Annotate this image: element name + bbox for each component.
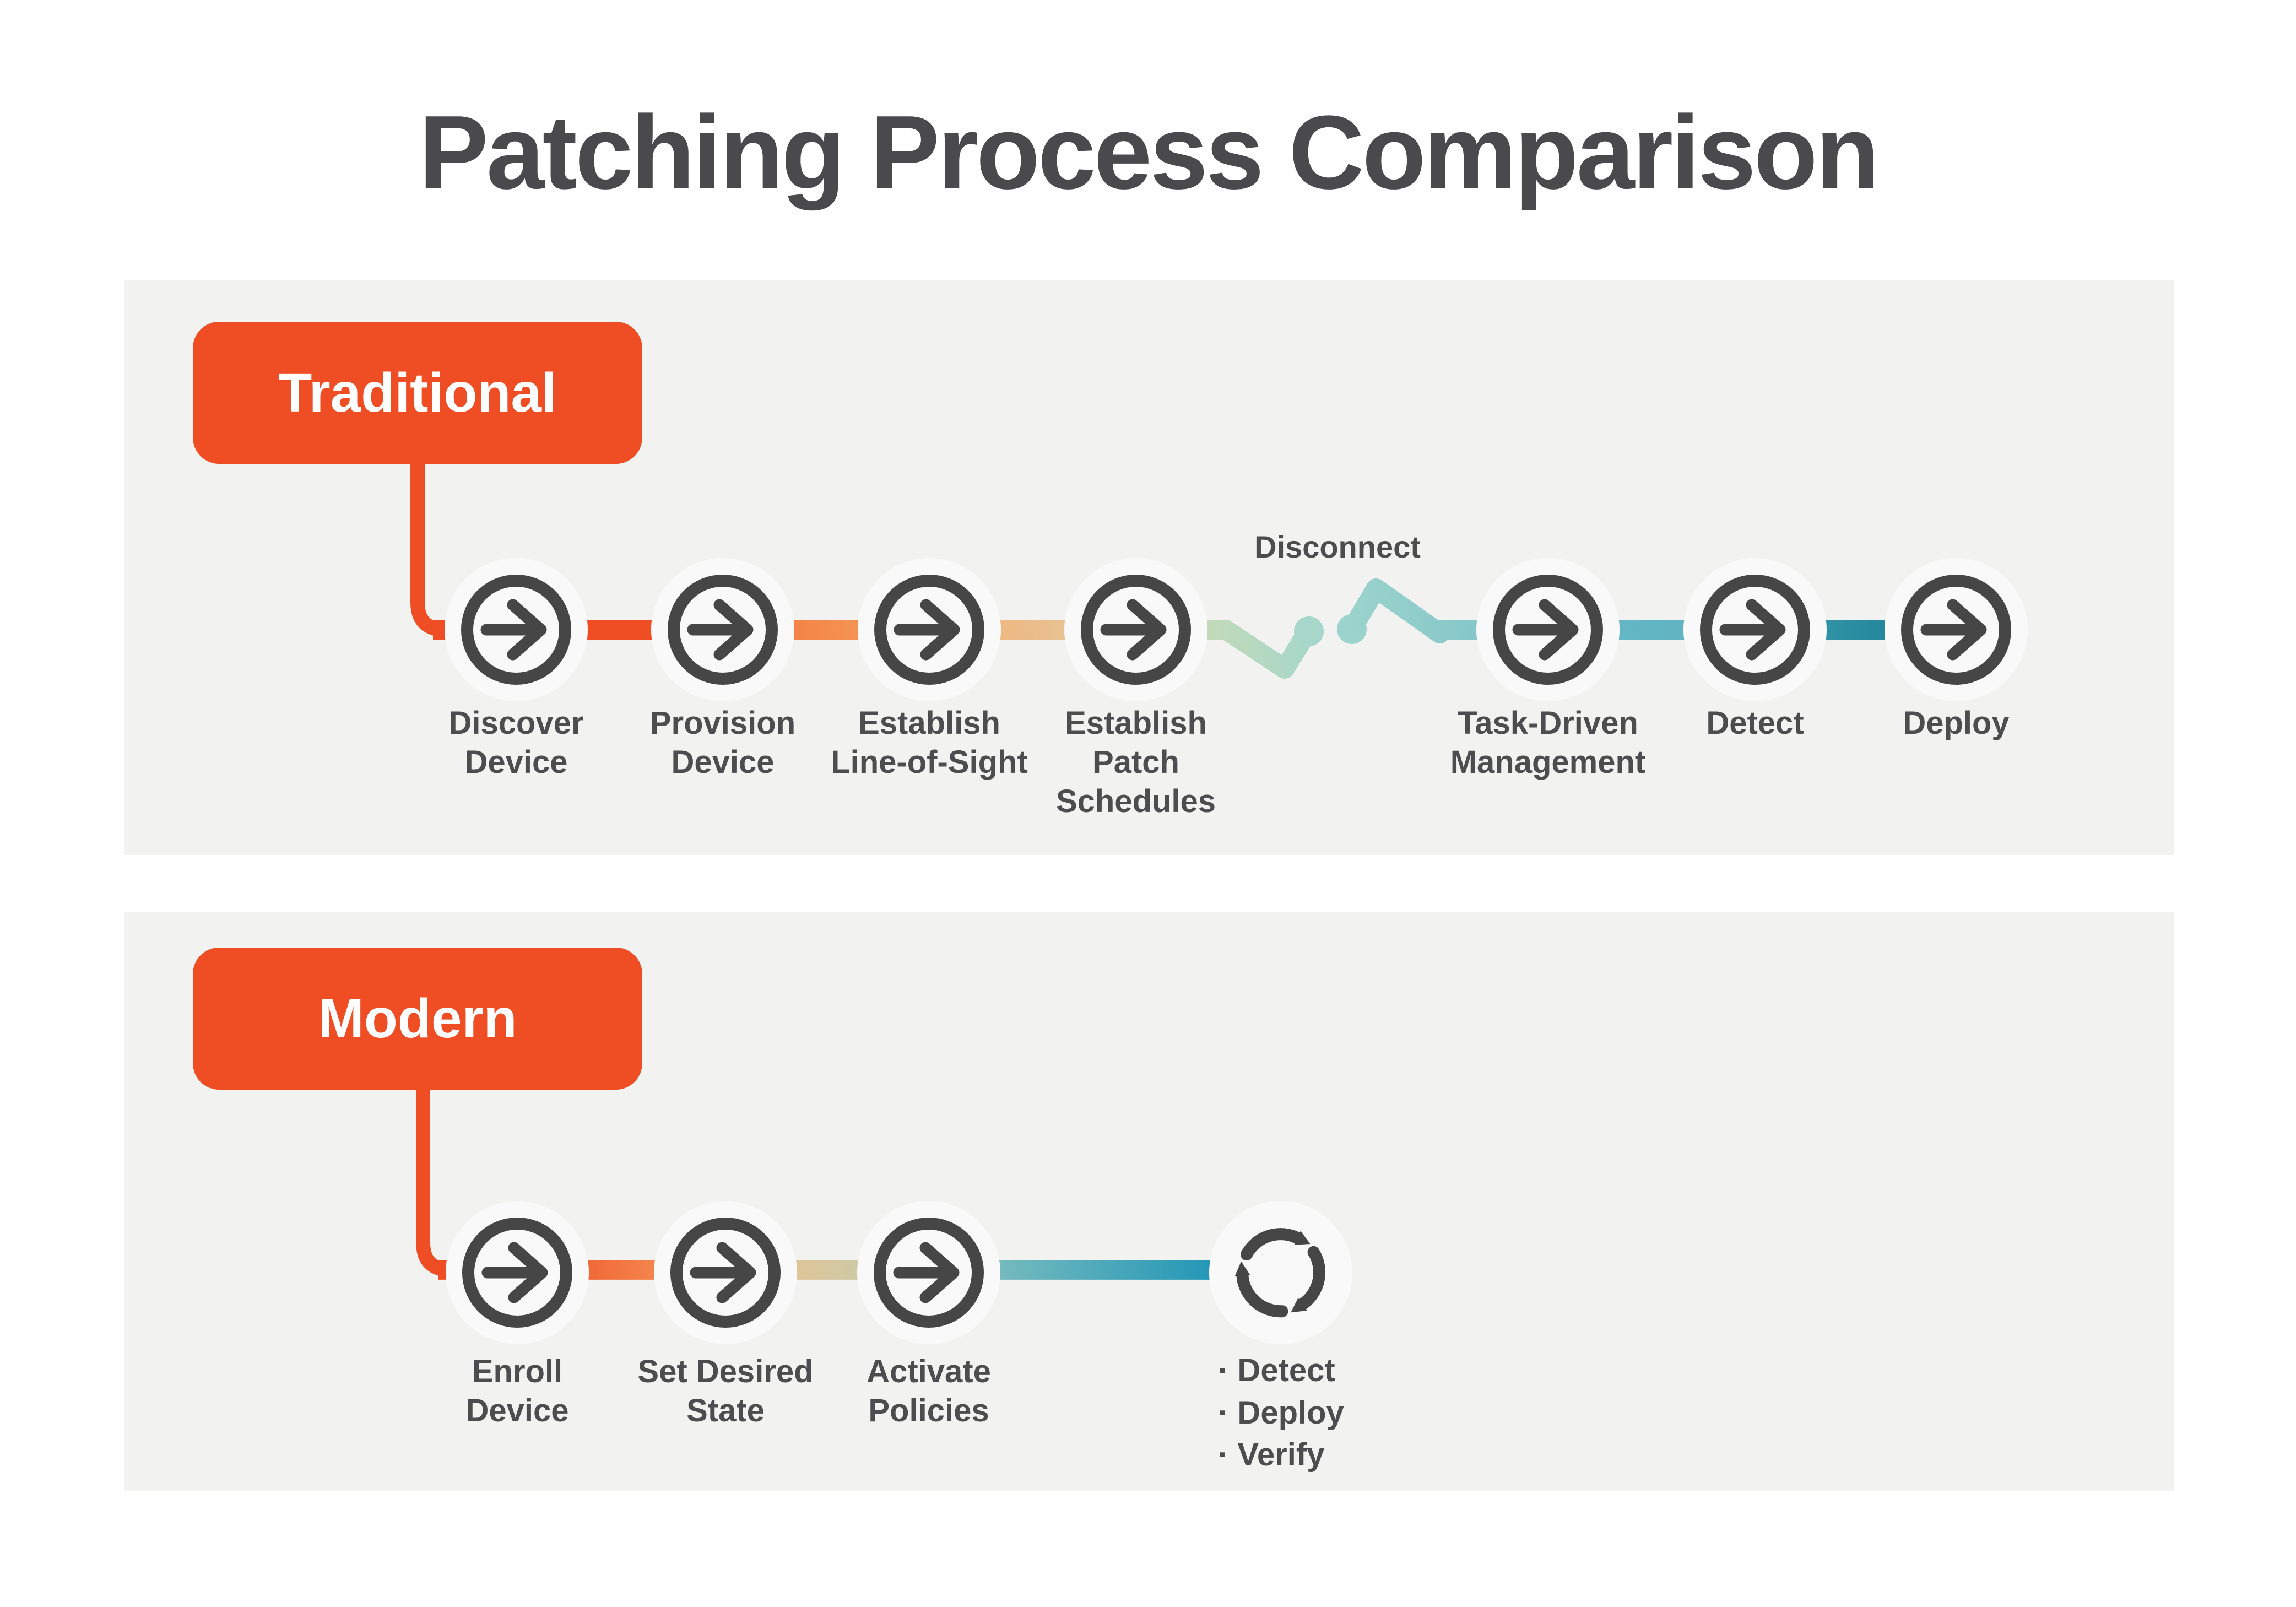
step-label: Enroll Device — [465, 1354, 569, 1429]
arrow-circle-icon — [1683, 558, 1827, 701]
disconnect-label: Disconnect — [1254, 529, 1421, 564]
sync-loop-icon — [1209, 1201, 1352, 1344]
arrow-circle-icon — [651, 558, 794, 701]
traditional-badge: Traditional — [193, 322, 642, 464]
step-node-enroll-device — [446, 1201, 589, 1344]
step-label: Provision Device — [649, 705, 796, 780]
loop-bullet-list: · Detect · Deploy · Verify — [1218, 1352, 1344, 1473]
step-node-provision-device — [651, 558, 794, 701]
arrow-circle-icon — [1064, 558, 1207, 701]
arrow-circle-icon — [446, 1201, 589, 1344]
arrow-circle-icon — [1476, 558, 1620, 701]
arrow-circle-icon — [857, 1201, 1000, 1344]
arrow-circle-icon — [858, 558, 1001, 701]
step-node-detect — [1683, 558, 1827, 701]
step-node-activate-policies — [857, 1201, 1000, 1344]
traditional-panel: Traditional Disconnect — [124, 280, 2174, 855]
step-node-set-desired-state — [654, 1201, 797, 1344]
step-node-discover-device — [445, 558, 588, 701]
step-label: Task-Driven Management — [1450, 705, 1646, 780]
modern-badge: Modern — [193, 948, 642, 1090]
step-node-task-driven-management — [1476, 558, 1620, 701]
step-node-establish-line-of-sight — [858, 558, 1001, 701]
step-label: Establish Line-of-Sight — [831, 705, 1028, 780]
step-label: Establish Patch Schedules — [1055, 705, 1216, 819]
step-label: Discover Device — [448, 705, 584, 780]
step-node-deploy — [1885, 558, 2028, 701]
step-label: Detect — [1706, 705, 1804, 741]
break-dot-left — [1294, 616, 1324, 646]
step-label: Deploy — [1903, 705, 2010, 741]
step-node-establish-patch-schedules — [1064, 558, 1207, 701]
arrow-circle-icon — [1885, 558, 2028, 701]
arrow-circle-icon — [445, 558, 588, 701]
step-label: Activate Policies — [867, 1354, 991, 1429]
page-title: Patching Process Comparison — [419, 94, 1880, 211]
arrow-circle-icon — [654, 1201, 797, 1344]
modern-panel: Modern — [124, 912, 2174, 1491]
loop-node-detect-deploy-verify — [1209, 1201, 1352, 1344]
traditional-line-break-right — [1343, 578, 1548, 643]
step-label: Set Desired State — [637, 1354, 814, 1429]
